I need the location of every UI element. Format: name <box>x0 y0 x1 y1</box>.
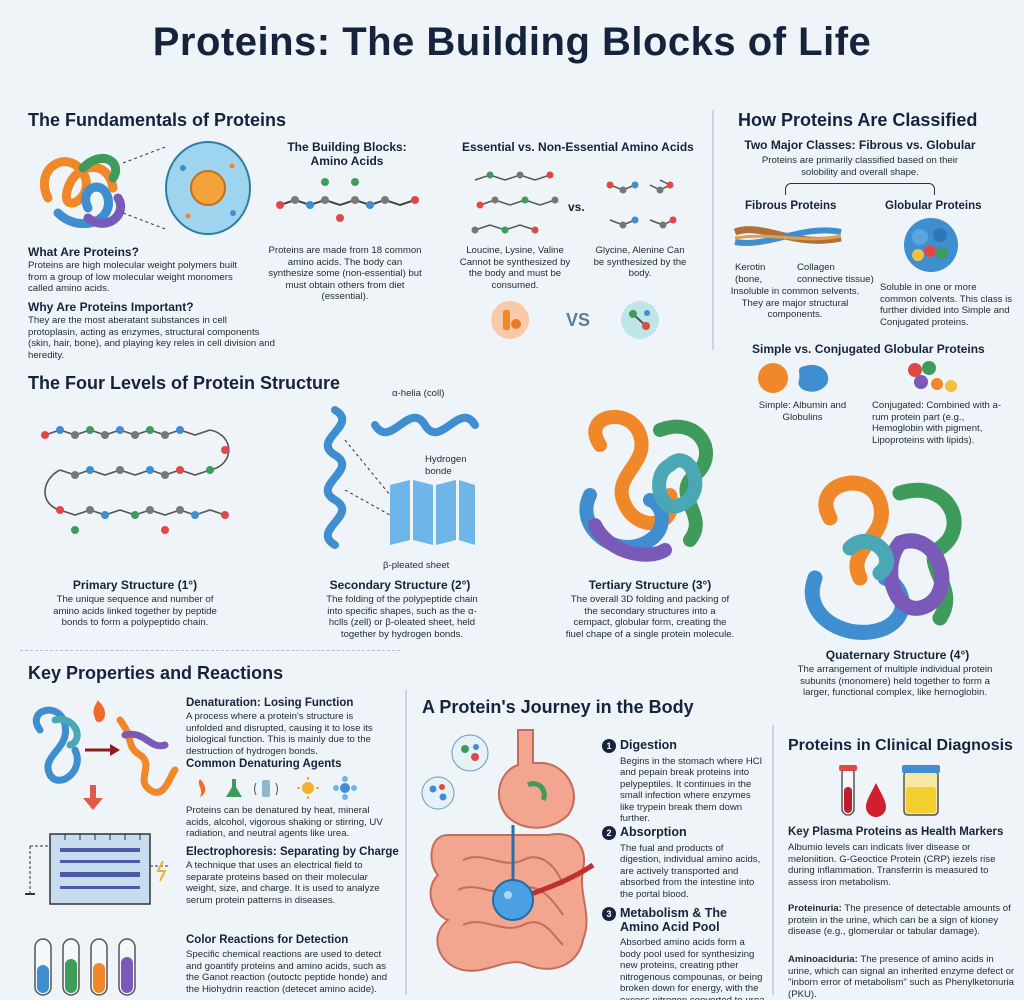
secondary-structure-illustration <box>315 400 485 560</box>
journey-step-2: 2 Absorption The fual and products of dig… <box>602 825 767 900</box>
quaternary-title: Quaternary Structure (4°) <box>825 648 970 662</box>
why-proteins-title: Why Are Proteins Important? <box>28 300 194 314</box>
agents-title: Common Denaturing Agents <box>186 758 342 770</box>
fibrous-title: Fibrous Proteins <box>745 200 837 212</box>
proteinuria-text: The presence of detectable amounts of pr… <box>788 903 1011 937</box>
vs-label: vs. <box>568 200 585 214</box>
quaternary-structure-illustration <box>800 468 980 648</box>
section-divider <box>405 690 407 995</box>
classification-bracket <box>785 183 935 195</box>
proteinuria-title: Proteinuria: <box>788 903 842 914</box>
essential-title: Essential vs. Non-Essential Amino Acids <box>462 140 694 154</box>
step-number: 1 <box>602 738 616 753</box>
kerotin-label: Kerotin (bone, <box>735 262 766 285</box>
electrophoresis-text: A technique that uses an electrical fiel… <box>186 860 380 906</box>
page-title: Proteins: The Building Blocks of Life <box>152 20 872 64</box>
journey-step-1: 1 Digestion Begins in the stomach where H… <box>602 738 767 825</box>
amino-acid-chain-illustration <box>275 170 420 230</box>
food-bottle-icon <box>490 300 530 340</box>
classified-heading: How Proteins Are Classified <box>738 110 978 130</box>
step-number: 3 <box>602 907 616 921</box>
simple-text: Simple: Albumin and Globulins <box>758 400 847 423</box>
primary-structure-illustration <box>40 410 240 565</box>
sheet-label: β-pleated sheet <box>383 560 450 571</box>
collagen-label: Collagen connective tissue) <box>797 262 874 285</box>
color-reactions-title: Color Reactions for Detection <box>186 934 349 946</box>
step-title: Digestion <box>620 738 677 752</box>
denaturation-illustration <box>25 700 185 810</box>
hydrogen-bond-label: Hydrogen bonde <box>425 454 467 477</box>
globular-protein-illustration <box>900 215 962 275</box>
proteinuria-block: Proteinuria: The presence of detectable … <box>788 903 1016 938</box>
journey-step-3: 3 Metabolism & The Amino Acid Pool Absorb… <box>602 906 767 1000</box>
primary-text: The unique sequence and number of amino … <box>53 594 217 628</box>
fundamentals-heading: The Fundamentals of Proteins <box>28 110 287 130</box>
aminoaciduria-text: The presence of amino acids in urine, wh… <box>788 954 1015 1000</box>
denaturation-title: Denaturation: Losing Function <box>186 697 354 709</box>
step-title: Absorption <box>620 825 687 839</box>
vs-badge: VS <box>566 310 591 330</box>
step-text: Begins in the stomach where HCl and pepa… <box>620 755 762 825</box>
conjugated-text: Conjugated: Combined with a-rum protein … <box>872 400 1002 446</box>
clinical-heading: Proteins in Clinical Diagnosis <box>788 737 1013 754</box>
blood-urine-illustration <box>836 763 946 821</box>
essential-text: Loucine, Lysine, Valine Cannot be synthe… <box>459 245 571 291</box>
color-reaction-tubes <box>30 935 150 997</box>
digestive-system-illustration <box>418 725 598 1000</box>
agents-text: Proteins can be denatured by heat, miner… <box>186 805 383 839</box>
tertiary-text: The overall 3D folding and packing of th… <box>565 594 735 640</box>
simple-protein-illustration <box>755 360 835 396</box>
section-divider <box>772 725 774 995</box>
major-classes-title: Two Major Classes: Fibrous vs. Globular <box>744 138 976 152</box>
denaturation-text: A process where a protein's structure is… <box>186 711 373 757</box>
color-reactions-text: Specific chemical reactions are used to … <box>186 949 388 995</box>
electrophoresis-illustration <box>25 826 175 916</box>
nonessential-text: Glycine, Alenine Can be synthesized by t… <box>593 245 687 279</box>
globular-title: Globular Proteins <box>885 200 982 212</box>
step-number: 2 <box>602 825 616 840</box>
step-text: The fual and products of digestion, indi… <box>620 842 761 900</box>
secondary-title: Secondary Structure (2°) <box>329 578 471 592</box>
section-divider <box>712 110 714 350</box>
properties-heading: Key Properties and Reactions <box>28 663 284 683</box>
nonessential-molecules-illustration <box>605 175 680 235</box>
markers-title: Key Plasma Proteins as Health Markers <box>788 826 1004 838</box>
primary-title: Primary Structure (1°) <box>72 578 198 592</box>
secondary-text: The folding of the polypeptide chain int… <box>326 594 478 640</box>
building-blocks-text: Proteins are made from 18 common amino a… <box>268 245 422 302</box>
globular-text: Soluble in one or more common colvents. … <box>880 282 1013 328</box>
step-title: Metabolism & The Amino Acid Pool <box>620 906 727 934</box>
fibrous-protein-illustration <box>733 218 843 258</box>
what-proteins-title: What Are Proteins? <box>28 245 139 259</box>
quaternary-text: The arrangement of multiple individual p… <box>797 664 993 698</box>
simple-conjugated-title: Simple vs. Conjugated Globular Proteins <box>752 342 985 356</box>
tertiary-title: Tertiary Structure (3°) <box>588 578 712 592</box>
section-divider <box>20 650 400 651</box>
step-text: Absorbed amino acids form a body pool us… <box>620 937 765 1000</box>
protein-cell-illustration <box>28 138 253 238</box>
molecule-icon <box>620 300 660 340</box>
what-proteins-text: Proteins are high molecular weight polym… <box>28 260 238 294</box>
essential-molecules-illustration <box>470 165 560 240</box>
building-blocks-title: The Building Blocks: Amino Acids <box>287 140 407 168</box>
levels-heading: The Four Levels of Protein Structure <box>28 373 341 393</box>
denaturing-agents-icons <box>190 775 380 801</box>
helix-label: α-helia (coll) <box>392 388 445 399</box>
why-proteins-text: They are the most aberatant substances i… <box>28 315 275 361</box>
markers-text: Albumio levels can indicats liver diseas… <box>788 842 996 888</box>
journey-heading: A Protein's Journey in the Body <box>422 697 694 717</box>
tertiary-structure-illustration <box>570 405 730 565</box>
electrophoresis-title: Electrophoresis: Separating by Charge <box>186 846 399 858</box>
major-classes-text: Proteins are primarily classified based … <box>761 155 959 178</box>
fibrous-text: Insoluble in common selvents. They are m… <box>730 286 860 320</box>
aminoaciduria-title: Aminoaciduria: <box>788 954 858 965</box>
aminoaciduria-block: Aminoaciduria: The presence of amino aci… <box>788 954 1016 1000</box>
conjugated-protein-illustration <box>903 360 963 396</box>
